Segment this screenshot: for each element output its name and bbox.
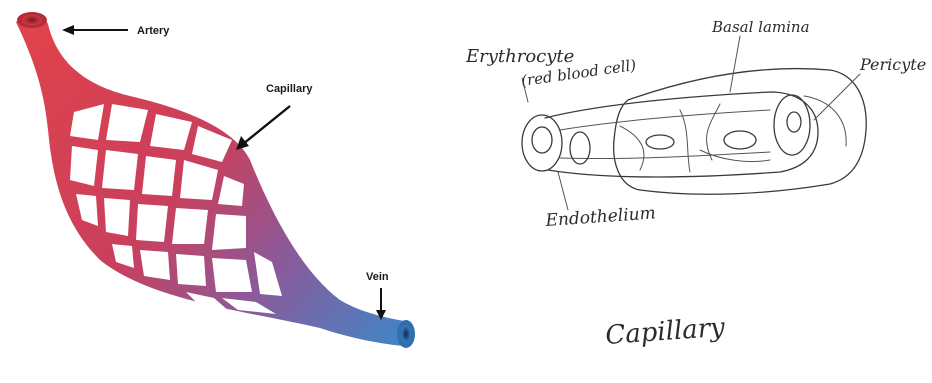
capillary-label: Capillary [266,83,313,95]
pericyte [774,95,810,155]
pericyte-label: Pericyte [859,55,926,74]
erythrocyte [522,115,562,171]
capillary-sketch: Erythrocyte (red blood cell) Basal lamin… [465,18,926,351]
artery-label: Artery [137,25,170,37]
endothelium-label: Endothelium [544,203,656,231]
erythrocyte-label: Erythrocyte [465,46,574,67]
capillary-callout: Capillary [236,83,313,150]
artery-callout: Artery [62,25,170,37]
vessel-illustration: Artery Capillary Vein [16,12,415,348]
vein-label: Vein [366,271,389,283]
vein-callout: Vein [366,271,389,320]
sketch-caption: Capillary [604,313,726,351]
basal-lamina-label: Basal lamina [711,18,810,36]
